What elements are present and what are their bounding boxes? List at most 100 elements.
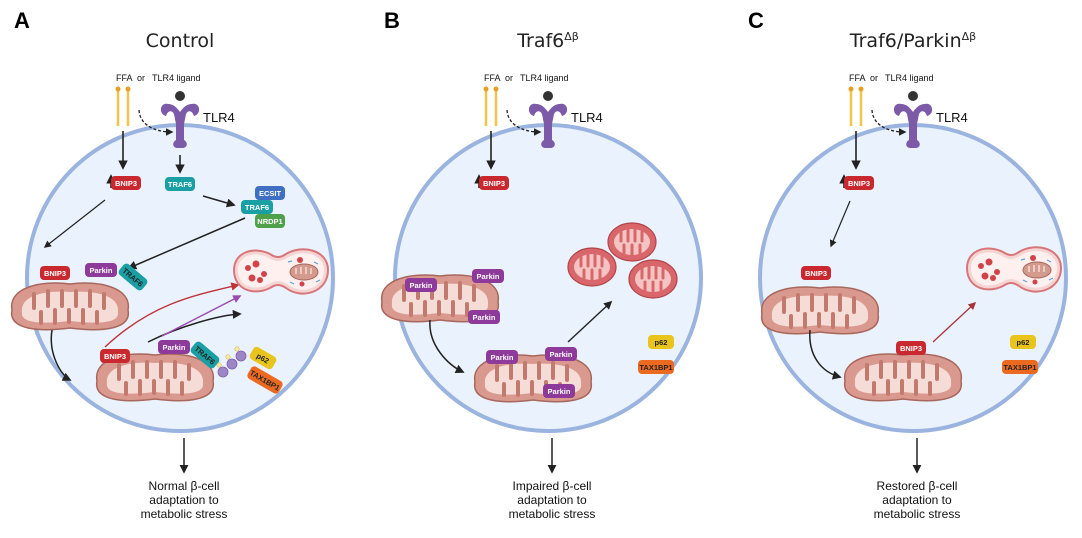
mito2-parkin-badge-3-bg (543, 384, 575, 398)
bnip3-badge-bg (111, 176, 141, 190)
mito2-parkin-badge-2-bg (545, 347, 577, 361)
mito-release-arrow (567, 300, 613, 343)
ffa-label: FFA (484, 73, 501, 83)
mito2-bnip3-badge: BNIP3 (896, 341, 926, 355)
mito1-parkin-badge: Parkin (405, 278, 437, 292)
tax1bp1-badge-bg (1002, 360, 1038, 374)
mito2-bnip3-badge-label: BNIP3 (900, 344, 922, 353)
tax1bp1-badge-label: TAX1BP1 (639, 363, 672, 372)
ligand-label: TLR4 ligand (885, 73, 934, 83)
p62-badge: p62 (249, 346, 277, 370)
ligand-icon (908, 91, 918, 101)
ffa-head-icon (115, 86, 121, 92)
p62-badge-bg (1010, 335, 1036, 349)
phospho-icon (234, 346, 240, 352)
p62-badge-label: p62 (655, 338, 668, 347)
mito2-bnip3-badge-bg (896, 341, 926, 355)
ecsit-badge-label: ECSIT (259, 189, 282, 198)
mito1-traf6-badge-bg (118, 263, 148, 291)
traf6-badge-label: TRAF6 (168, 180, 192, 189)
mito2-parkin-badge: Parkin (486, 350, 518, 364)
outcome-text-line: Impaired β-cell (513, 479, 592, 493)
mito1-parkin-badge-3-label: Parkin (473, 313, 496, 322)
mitochondrion-2 (842, 352, 964, 403)
mito2-bnip3-badge-bg (100, 349, 130, 363)
ligand-label: TLR4 ligand (152, 73, 201, 83)
panel-letter: B (384, 8, 400, 33)
mito1-parkin-badge-2: Parkin (472, 269, 504, 283)
bnip3-badge: BNIP3 (844, 176, 874, 190)
mito1-parkin-badge-2-label: Parkin (477, 272, 500, 281)
parkin-mitophagy-arrow (161, 295, 242, 337)
tax1bp1-badge-bg (247, 366, 283, 394)
mito-transition-arrow (50, 329, 72, 381)
complex-traf6-badge: TRAF6 (241, 200, 273, 214)
p62-badge-label: p62 (1017, 338, 1030, 347)
mito2-parkin-badge-3-label: Parkin (548, 387, 571, 396)
or-label: or (137, 73, 145, 83)
mito2-bnip3-badge-label: BNIP3 (104, 352, 126, 361)
mito2-parkin-badge-3: Parkin (543, 384, 575, 398)
ffa-to-tlr4-arrow (138, 109, 174, 136)
mito1-bnip3-badge-bg (801, 266, 831, 280)
outcome-text-line: adaptation to (149, 493, 219, 507)
bnip3-badge: BNIP3 (111, 176, 141, 190)
mito2-bnip3-badge: BNIP3 (100, 349, 130, 363)
tlr4-label: TLR4 (571, 110, 603, 125)
outcome-text-line: metabolic stress (874, 507, 961, 521)
nrdp1-badge: NRDP1 (255, 214, 285, 228)
mito2-parkin-badge-bg (486, 350, 518, 364)
ffa-label: FFA (116, 73, 133, 83)
tax1bp1-badge-label: TAX1BP1 (1003, 363, 1036, 372)
complex-to-mito-arrow (127, 217, 246, 270)
bnip3-to-mito-arrow (43, 199, 106, 248)
outcome-text-line: adaptation to (517, 493, 587, 507)
ligand-label: TLR4 ligand (520, 73, 569, 83)
panel-letter: C (748, 8, 764, 33)
mito1-parkin-badge-2-bg (472, 269, 504, 283)
mito1-bnip3-badge: BNIP3 (801, 266, 831, 280)
mito1-bnip3-badge-label: BNIP3 (805, 269, 827, 278)
panel-letter: A (14, 8, 30, 33)
mito1-bnip3-badge-label: BNIP3 (44, 269, 66, 278)
mito2-parkin-badge-bg (158, 340, 190, 354)
ffa-head-icon (848, 86, 854, 92)
phospho-icon (216, 362, 222, 368)
ffa-head-icon (483, 86, 489, 92)
damaged-mito-icon (606, 221, 658, 263)
mito2-traf6-badge-bg (190, 341, 220, 369)
nrdp1-badge-label: NRDP1 (257, 217, 282, 226)
panel-title: Traf6/ParkinΔβ (849, 30, 976, 52)
ffa-head-icon (125, 86, 131, 92)
ffa-to-tlr4-arrow (506, 109, 542, 136)
p62-badge: p62 (1010, 335, 1036, 349)
bnip3-mitophagy-arrow (932, 301, 977, 343)
mito1-parkin-badge: Parkin (85, 263, 117, 277)
panel-title: Control (146, 30, 215, 52)
ecsit-badge-bg (255, 186, 285, 200)
traf6-badge-bg (165, 177, 195, 191)
p62-badge-bg (249, 346, 277, 370)
complex-traf6-badge-label: TRAF6 (245, 203, 269, 212)
or-label: or (870, 73, 878, 83)
bnip3-badge-bg (844, 176, 874, 190)
bnip3-to-mito-arrow (829, 200, 851, 248)
bnip3-badge-label: BNIP3 (848, 179, 870, 188)
ubiquitin-icon (235, 350, 247, 362)
bnip3-badge-label: BNIP3 (483, 179, 505, 188)
mito2-parkin-badge-2-label: Parkin (550, 350, 573, 359)
damaged-mito-icon-2 (566, 246, 618, 288)
or-label: or (505, 73, 513, 83)
mito-transition-arrow (809, 329, 842, 380)
mito2-parkin-badge-label: Parkin (491, 353, 514, 362)
panel-title: Traf6Δβ (516, 30, 579, 52)
bnip3-badge: BNIP3 (479, 176, 509, 190)
ffa-label: FFA (849, 73, 866, 83)
tlr4-label: TLR4 (203, 110, 235, 125)
outcome-text-line: Restored β-cell (877, 479, 958, 493)
tax1bp1-badge: TAX1BP1 (638, 360, 674, 374)
